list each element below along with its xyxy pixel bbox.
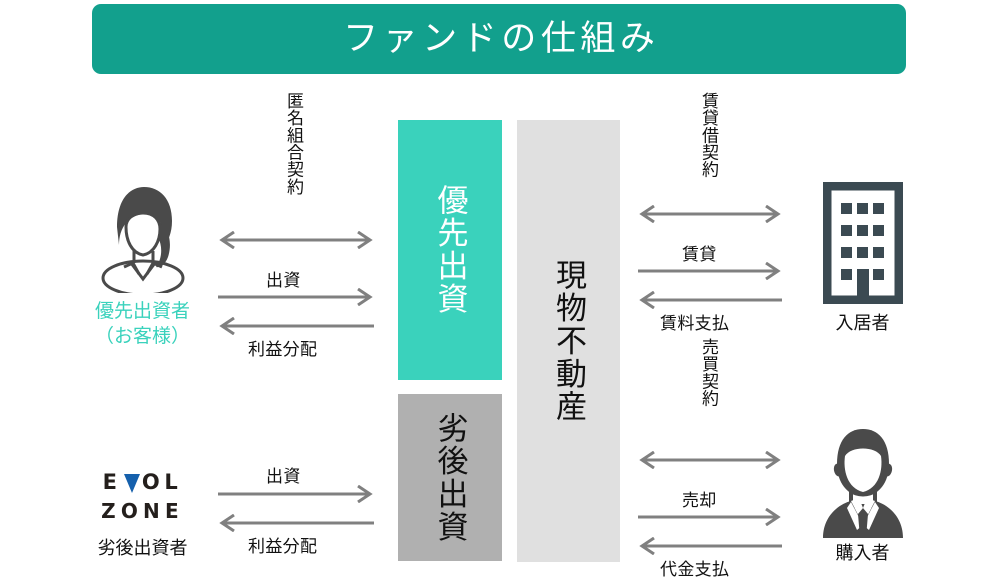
arrow-lease-right <box>638 262 781 280</box>
block-property-label: 現物不動産 <box>550 258 586 424</box>
arrow-investment-senior-right <box>218 288 373 306</box>
logo-letter-o: O <box>141 469 165 494</box>
arrow-rent-payment-left <box>639 291 782 309</box>
actor-tenant: 入居者 <box>780 182 945 335</box>
evolzone-logo: E O L Z O N E <box>60 470 225 523</box>
arrow-lease-agreement-both <box>639 205 781 223</box>
logo-letter-e: E <box>102 469 122 494</box>
logo-letter-n: N <box>143 499 165 523</box>
logo-letter-l: L <box>164 469 183 494</box>
logo-triangle-v-icon <box>123 473 140 493</box>
arrow-group-right-top: 賃貸借契約 賃貸 賃料支払 <box>636 92 784 334</box>
actor-subordinate-investor-label: 劣後出資者 <box>97 538 188 559</box>
actor-subordinate-investor: E O L Z O N E 劣後出資者 <box>60 470 225 560</box>
arrow-label-lease-agreement: 賃貸借契約 <box>698 92 718 178</box>
logo-letter-e2: E <box>164 499 184 523</box>
logo-letter-o2: O <box>120 499 144 523</box>
arrow-label-sale-agreement: 売買契約 <box>698 338 718 407</box>
arrow-investment-subordinate-right <box>218 485 373 503</box>
arrow-label-profit-distribution-senior: 利益分配 <box>248 340 318 360</box>
building-icon <box>822 182 903 304</box>
header-banner: ファンドの仕組み <box>92 4 906 74</box>
evolzone-logo-row-1: E O L <box>60 470 225 494</box>
arrow-label-silent-partnership: 匿名組合契約 <box>283 92 303 196</box>
arrow-label-investment-subordinate: 出資 <box>266 467 301 487</box>
woman-avatar-icon <box>101 187 184 293</box>
businessman-avatar-icon <box>822 429 903 538</box>
block-senior-label: 優先出資 <box>431 184 468 316</box>
block-senior-investment: 優先出資 <box>398 120 502 380</box>
logo-letter-z: Z <box>101 499 121 523</box>
arrow-silent-partnership-both <box>219 231 373 249</box>
actor-senior-investor-label-2: （お客様） <box>94 324 190 347</box>
arrow-label-sale: 売却 <box>682 491 717 511</box>
arrow-label-profit-distribution-subordinate: 利益分配 <box>248 537 318 557</box>
arrow-sale-right <box>638 508 781 526</box>
arrow-payment-left <box>639 537 782 555</box>
actor-purchaser-label: 購入者 <box>835 543 890 564</box>
arrow-sale-agreement-both <box>639 451 781 469</box>
block-subordinate-label: 劣後出資 <box>431 411 468 544</box>
arrow-label-investment-senior: 出資 <box>266 271 301 291</box>
actor-tenant-label: 入居者 <box>835 313 890 334</box>
arrow-label-rent-payment: 賃料支払 <box>660 314 730 334</box>
arrow-profit-distribution-senior-left <box>219 317 374 335</box>
arrow-label-payment: 代金支払 <box>660 560 730 580</box>
actor-senior-investor: 優先出資者 （お客様） <box>60 175 225 348</box>
arrow-profit-distribution-subordinate-left <box>219 514 374 532</box>
block-subordinate-investment: 劣後出資 <box>398 394 502 561</box>
actor-senior-investor-label-1: 優先出資者 <box>94 300 190 322</box>
arrow-group-left-bottom: 出資 利益分配 <box>216 462 376 572</box>
arrow-group-right-bottom: 売買契約 売却 代金支払 <box>636 338 784 580</box>
evolzone-logo-row-2: Z O N E <box>60 499 225 523</box>
actor-purchaser: 購入者 <box>780 420 945 565</box>
arrow-group-left-top: 匿名組合契約 出資 利益分配 <box>216 92 376 360</box>
arrow-label-lease: 賃貸 <box>682 245 717 265</box>
page-title: ファンドの仕組み <box>343 18 660 59</box>
block-physical-real-estate: 現物不動産 <box>517 120 620 562</box>
